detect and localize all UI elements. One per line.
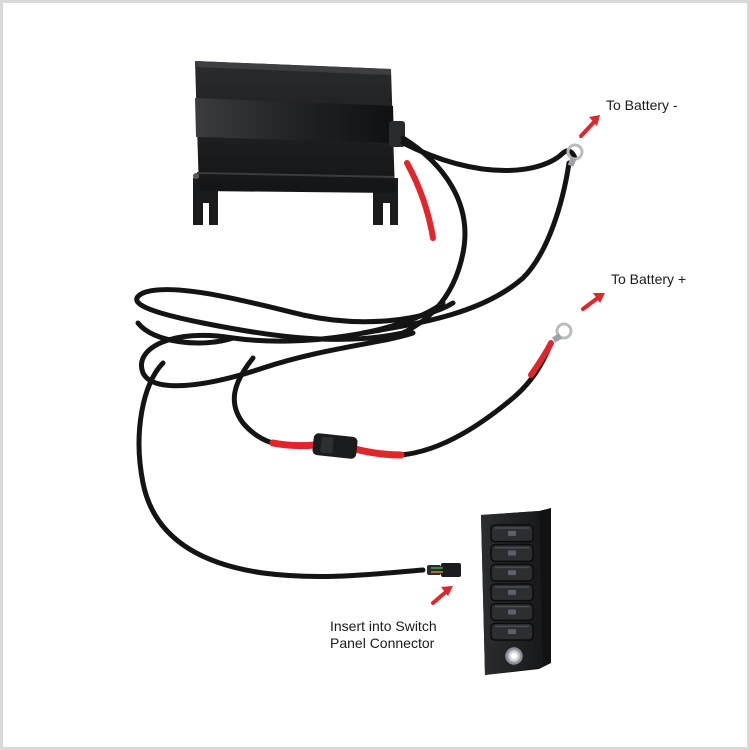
fuse-input-cable [231, 355, 276, 446]
cable-coil-upper [134, 287, 456, 342]
switch-harness-connector [427, 563, 461, 577]
rocker-switch-symbol-icon [508, 570, 516, 576]
red-arrow-icon [431, 586, 453, 605]
switch-panel-lead-cable [136, 360, 426, 579]
positive-ring-terminal [552, 322, 573, 343]
negative-ring-terminal [566, 143, 584, 167]
switch-label-line-2: Panel Connector [330, 635, 435, 651]
module-cable-outlet [389, 121, 405, 147]
switch-label-line-1: Insert into Switch [330, 618, 437, 634]
rocker-switch-group [490, 524, 534, 641]
switch-panel-connector-label: Insert into Switch Panel Connector [330, 618, 437, 652]
rocker-switch-symbol-icon [508, 629, 516, 635]
inline-fuse-holder [312, 433, 358, 459]
cable-bundle [134, 135, 578, 579]
negative-lead-cable [400, 140, 578, 173]
red-arrow-icon [579, 115, 600, 138]
rocker-switch-symbol-icon [508, 530, 516, 536]
positive-lead-cable [398, 340, 554, 458]
wiring-harness-illustration [134, 61, 605, 675]
rocker-switch-symbol-icon [508, 589, 516, 595]
module-top-edge [195, 61, 391, 75]
red-heat-shrink-sleeves [269, 160, 554, 459]
rocker-switch-panel [481, 508, 551, 675]
battery-positive-label: To Battery + [611, 271, 687, 287]
relay-control-module [193, 61, 405, 225]
module-front-panel [195, 98, 394, 143]
rocker-switch-symbol-icon [508, 609, 516, 615]
battery-negative-label: To Battery - [606, 97, 678, 113]
rocker-switch-symbol-icon [508, 550, 516, 556]
cable-coil-lower [139, 300, 446, 389]
red-arrow-icon [581, 293, 605, 311]
